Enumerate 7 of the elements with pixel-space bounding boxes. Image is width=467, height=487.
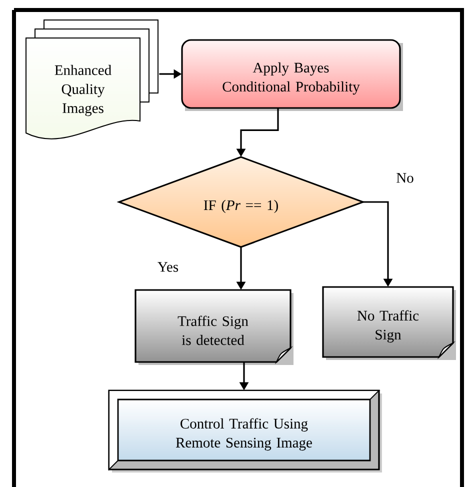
output-box: Control Traffic Using Remote Sensing Image bbox=[108, 390, 382, 472]
document-stack: Enhanced Quality Images bbox=[26, 20, 158, 140]
result-box: Traffic Sign is detected bbox=[134, 289, 294, 365]
edge-label: Yes bbox=[156, 261, 180, 273]
process-box: Apply Bayes Conditional Probability bbox=[181, 39, 403, 111]
edge-label: No bbox=[395, 172, 415, 184]
result-box: No Traffic Sign bbox=[322, 286, 456, 360]
